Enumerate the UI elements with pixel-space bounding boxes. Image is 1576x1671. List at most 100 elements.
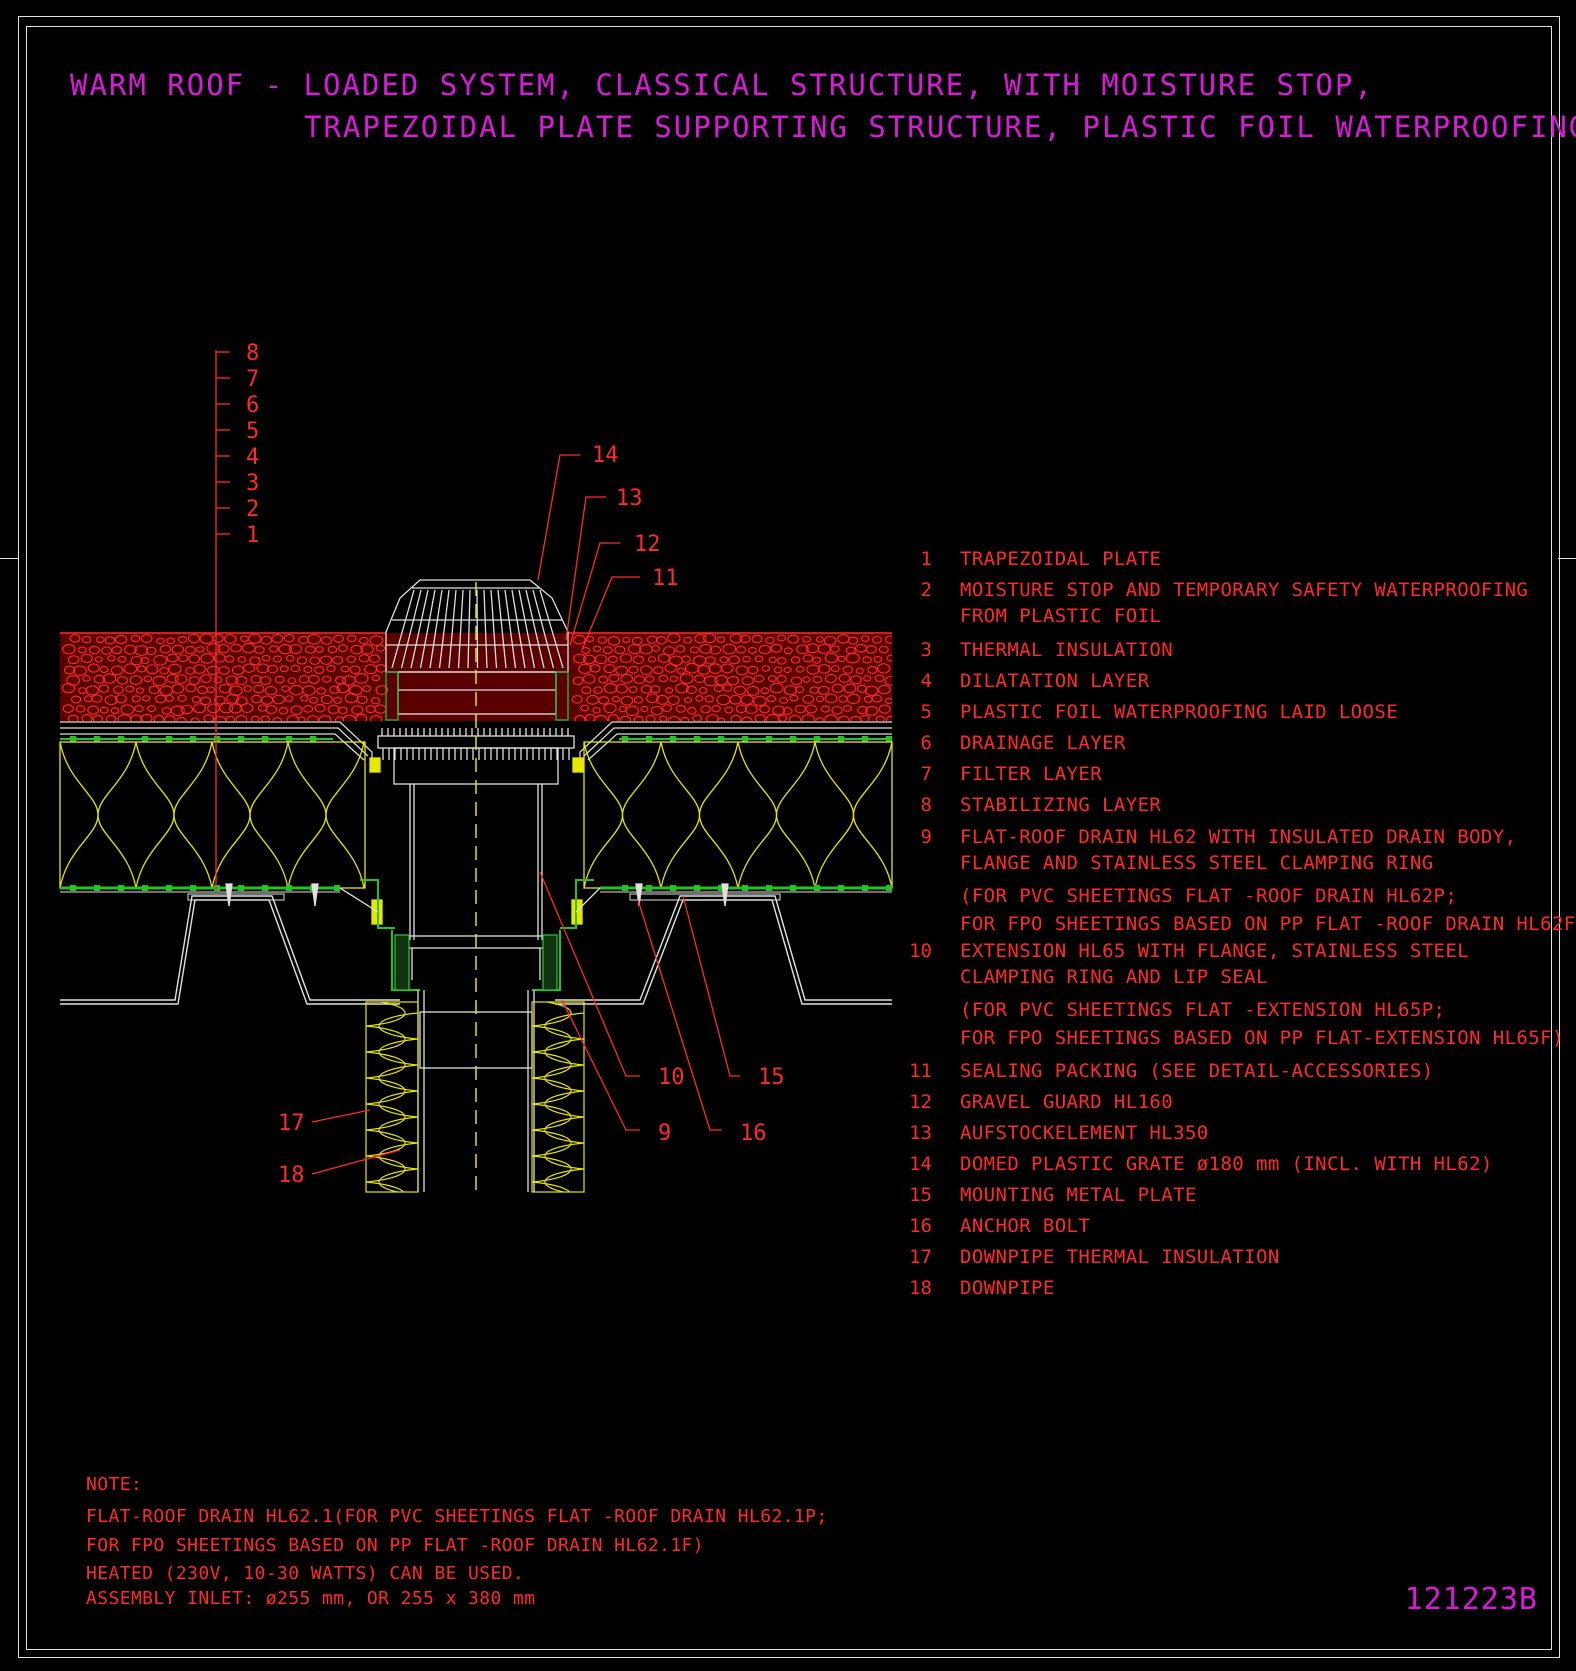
legend-text: FOR FPO SHEETINGS BASED ON PP FLAT-EXTEN… [960,1027,1564,1049]
legend-text: FROM PLASTIC FOIL [960,605,1162,627]
legend-number: 1 [920,548,932,570]
layer-label-4: 4 [246,445,259,470]
legend-number: 7 [920,763,932,785]
callout-12: 12 [634,532,661,557]
legend-text: FLAT-ROOF DRAIN HL62 WITH INSULATED DRAI… [960,826,1517,848]
legend-item-17: 17 DOWNPIPE THERMAL INSULATION [908,1244,1280,1270]
note-line-3: HEATED (230V, 10-30 WATTS) CAN BE USED. [86,1563,525,1584]
legend-text: DOMED PLASTIC GRATE ø180 mm (INCL. WITH … [960,1153,1493,1175]
legend-number: 6 [920,732,932,754]
legend-text: CLAMPING RING AND LIP SEAL [960,966,1268,988]
legend-number: 9 [920,826,932,848]
legend-item-4: 4 DILATATION LAYER [908,668,1149,694]
legend-text: AUFSTOCKELEMENT HL350 [960,1122,1209,1144]
layer-label-5: 5 [246,419,259,444]
legend-item-6: 6 DRAINAGE LAYER [908,730,1126,756]
legend-text: FOR FPO SHEETINGS BASED ON PP FLAT -ROOF… [960,913,1576,935]
layer-label-1: 1 [246,523,259,548]
drawing-code: 121223B [1404,1582,1538,1617]
legend-item-8: 8 STABILIZING LAYER [908,792,1161,818]
title-line-2: TRAPEZOIDAL PLATE SUPPORTING STRUCTURE, … [304,110,1576,144]
legend-number: 18 [909,1277,932,1299]
callout-9: 9 [658,1121,671,1146]
note-heading: NOTE: [86,1474,143,1495]
legend-text: ANCHOR BOLT [960,1215,1091,1237]
legend-item-12: 12 GRAVEL GUARD HL160 [908,1089,1173,1115]
legend-item-10: 10 EXTENSION HL65 WITH FLANGE, STAINLESS … [908,938,1564,1052]
legend-text: THERMAL INSULATION [960,639,1174,661]
legend-text: FLANGE AND STAINLESS STEEL CLAMPING RING [960,852,1434,874]
legend-item-7: 7 FILTER LAYER [908,761,1102,787]
legend-number: 3 [920,639,932,661]
legend-text: (FOR PVC SHEETINGS FLAT -EXTENSION HL65P… [960,999,1446,1021]
callout-17: 17 [278,1111,305,1136]
legend-text: PLASTIC FOIL WATERPROOFING LAID LOOSE [960,701,1399,723]
inner-frame [26,26,1552,1650]
callout-11: 11 [652,566,679,591]
legend-text: DOWNPIPE [960,1277,1055,1299]
legend-text: MOUNTING METAL PLATE [960,1184,1197,1206]
layer-label-3: 3 [246,471,259,496]
legend-text: MOISTURE STOP AND TEMPORARY SAFETY WATER… [960,579,1529,601]
legend-item-1: 1 TRAPEZOIDAL PLATE [908,546,1161,572]
legend-text: FILTER LAYER [960,763,1103,785]
legend-text: DRAINAGE LAYER [960,732,1126,754]
legend-text: SEALING PACKING (SEE DETAIL-ACCESSORIES) [960,1060,1434,1082]
legend-item-5: 5 PLASTIC FOIL WATERPROOFING LAID LOOSE [908,699,1398,725]
legend-item-14: 14 DOMED PLASTIC GRATE ø180 mm (INCL. WIT… [908,1151,1493,1177]
moisture-stop-layer [60,885,892,893]
legend-number: 4 [920,670,932,692]
layer-label-8: 8 [246,341,259,366]
legend-number: 15 [909,1184,932,1206]
callout-15: 15 [758,1065,785,1090]
callout-10: 10 [658,1065,685,1090]
upper-membrane-layers [60,721,892,761]
outer-frame [18,16,1560,1658]
legend-text: DILATATION LAYER [960,670,1150,692]
callout-14: 14 [592,443,619,468]
note-line-2: FOR FPO SHEETINGS BASED ON PP FLAT -ROOF… [86,1535,705,1556]
legend-text: STABILIZING LAYER [960,794,1162,816]
legend-text: TRAPEZOIDAL PLATE [960,548,1162,570]
legend-number: 17 [909,1246,932,1268]
legend-number: 8 [920,794,932,816]
legend-item-16: 16 ANCHOR BOLT [908,1213,1090,1239]
legend-number: 5 [920,701,932,723]
legend-item-15: 15 MOUNTING METAL PLATE [908,1182,1197,1208]
layer-label-2: 2 [246,497,259,522]
callout-18: 18 [278,1163,305,1188]
legend-item-2: 2 MOISTURE STOP AND TEMPORARY SAFETY WATE… [908,577,1528,629]
layer-label-6: 6 [246,393,259,418]
layer-label-7: 7 [246,367,259,392]
legend-text: DOWNPIPE THERMAL INSULATION [960,1246,1280,1268]
callout-13: 13 [616,486,643,511]
callout-16: 16 [740,1121,767,1146]
legend-item-11: 11 SEALING PACKING (SEE DETAIL-ACCESSORIE… [908,1058,1434,1084]
legend-number: 10 [909,940,932,962]
legend-text: GRAVEL GUARD HL160 [960,1091,1174,1113]
legend-item-9: 9 FLAT-ROOF DRAIN HL62 WITH INSULATED DRA… [908,824,1576,938]
title-line-1: WARM ROOF - LOADED SYSTEM, CLASSICAL STR… [70,68,1374,102]
roof-drain-assembly [225,579,729,1192]
legend-number: 12 [909,1091,932,1113]
legend-text: (FOR PVC SHEETINGS FLAT -ROOF DRAIN HL62… [960,885,1458,907]
callout-leaders [311,454,740,1175]
legend-text: EXTENSION HL65 WITH FLANGE, STAINLESS ST… [960,940,1470,962]
note-line-4: ASSEMBLY INLET: ø255 mm, OR 255 x 380 mm [86,1588,536,1609]
right-tick [1558,558,1576,559]
legend-item-18: 18 DOWNPIPE [908,1275,1055,1301]
legend-number: 2 [920,579,932,601]
legend-item-3: 3 THERMAL INSULATION [908,637,1173,663]
trapezoidal-plate [60,893,892,1005]
downpipe-insulation [365,1001,585,1193]
legend-number: 11 [909,1060,932,1082]
gravel-layer [60,632,892,721]
left-tick [0,558,18,559]
note-line-1: FLAT-ROOF DRAIN HL62.1(FOR PVC SHEETINGS… [86,1506,828,1527]
legend-number: 14 [909,1153,932,1175]
layer-label-ruler [215,350,230,890]
legend-number: 16 [909,1215,932,1237]
